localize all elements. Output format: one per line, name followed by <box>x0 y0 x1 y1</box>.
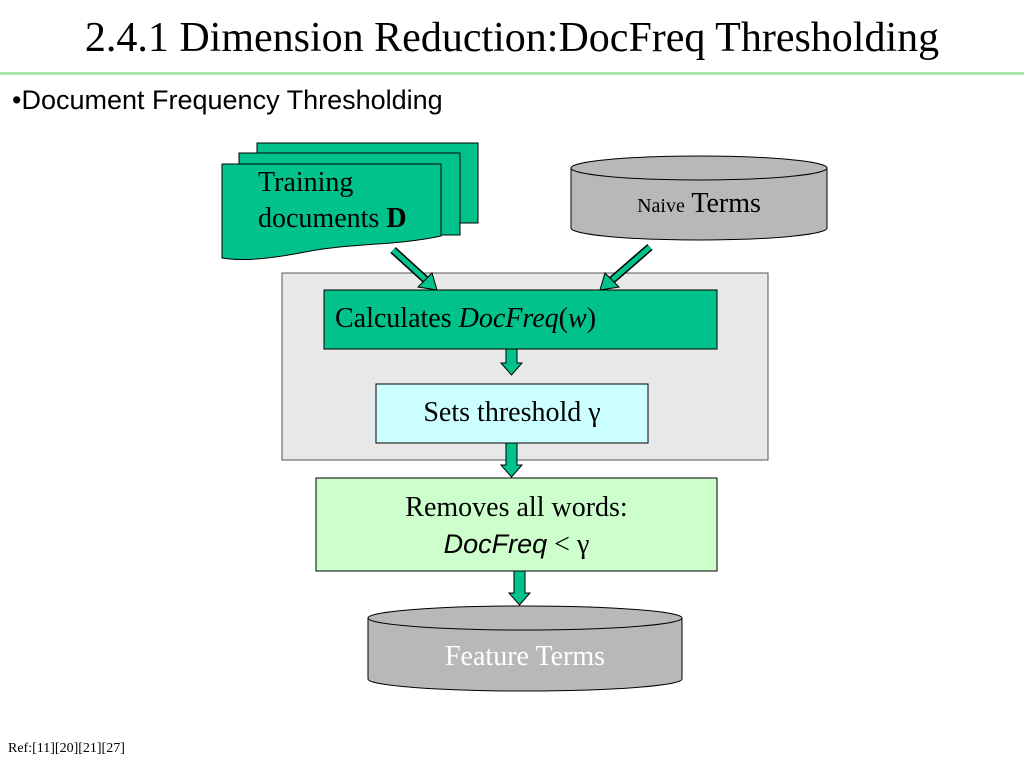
feature-terms-label: Feature Terms <box>444 641 606 672</box>
training-docs-label: Training documents D <box>258 165 407 237</box>
threshold-text: Sets threshold <box>423 397 589 428</box>
calculates-box <box>323 289 718 350</box>
arrow-threshold-to-removes <box>499 442 524 478</box>
reference-text: Ref:[11][20][21][27] <box>8 741 125 756</box>
slide-title: 2.4.1 Dimension Reduction:DocFreq Thresh… <box>84 15 940 61</box>
removes-line2: DocFreq < γ <box>316 526 717 563</box>
threshold-box <box>375 383 649 444</box>
threshold-label: Sets threshold γ <box>376 397 648 429</box>
calculates-label: Calculates DocFreq(w) <box>335 303 596 335</box>
feature-terms-cylinder <box>367 605 683 692</box>
training-docs-symbol: D <box>386 203 407 234</box>
title-divider <box>0 72 1024 75</box>
bullet-text: •Document Frequency Thresholding <box>12 85 443 115</box>
threshold-symbol: γ <box>588 397 601 428</box>
naive-terms-small: Naive <box>637 195 685 217</box>
arrow-docs-to-calc <box>390 247 438 291</box>
removes-box <box>315 477 718 572</box>
removes-rest: < γ <box>547 529 590 560</box>
removes-docfreq: DocFreq <box>443 529 548 559</box>
arrow-terms-to-calc <box>599 243 653 291</box>
calculates-docfreq: DocFreq <box>458 303 559 334</box>
removes-line1: Removes all words: <box>405 492 628 523</box>
naive-terms-cylinder <box>570 155 828 241</box>
training-docs-line1: Training <box>258 167 354 198</box>
training-docs-line2: documents D <box>258 201 407 237</box>
removes-label: Removes all words: DocFreq < γ <box>316 490 717 563</box>
naive-terms-label: Naive Terms <box>0 188 1024 220</box>
arrow-removes-to-features <box>507 570 532 606</box>
naive-terms-large: Terms <box>684 188 761 219</box>
calculates-var: w <box>568 303 587 334</box>
arrow-calc-to-threshold <box>499 348 524 376</box>
calculates-paren-open: ( <box>558 303 568 334</box>
training-docs-prefix: documents <box>258 203 387 234</box>
training-documents-shape <box>221 142 479 261</box>
calculates-paren-close: ) <box>586 303 597 334</box>
calculates-prefix: Calculates <box>335 303 459 334</box>
